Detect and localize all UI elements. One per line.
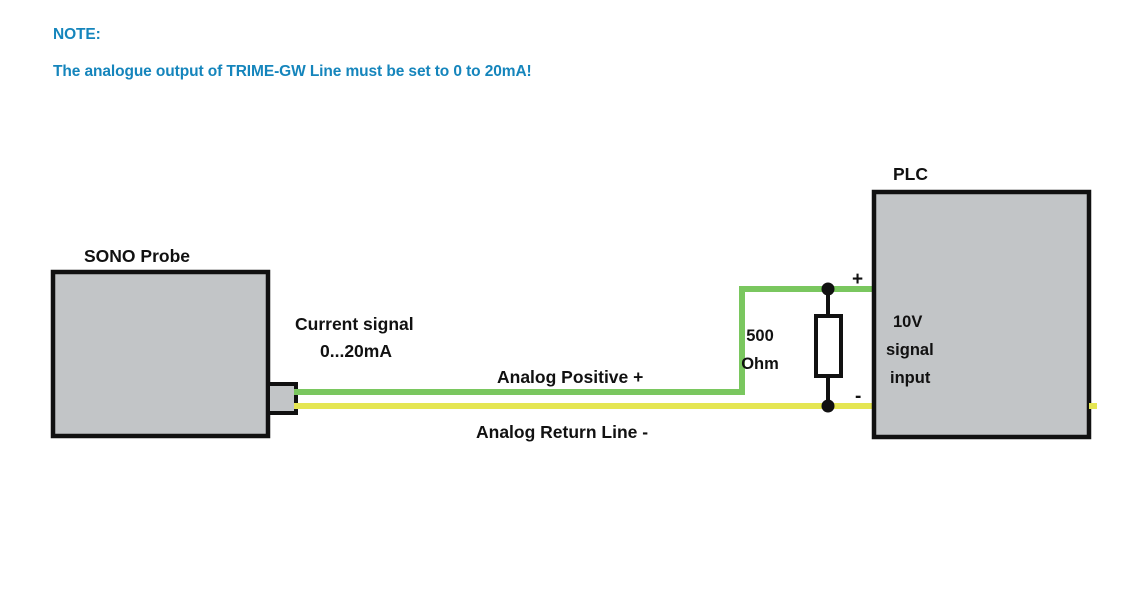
- current-signal-line1: Current signal: [295, 314, 414, 334]
- wire-analog-positive: [294, 286, 874, 395]
- plc-terminal-minus: -: [855, 386, 861, 407]
- plc-terminal-plus: +: [852, 269, 863, 290]
- plc-input-line-1: 10V: [893, 313, 922, 331]
- note-heading: NOTE:: [53, 26, 101, 43]
- junction-dot-return: [821, 399, 835, 413]
- resistor-value-line2: Ohm: [741, 355, 779, 373]
- wire-label-analog-positive: Analog Positive +: [497, 367, 643, 387]
- plc-box: [871, 189, 1092, 440]
- junction-dot-positive: [821, 282, 835, 296]
- plc-title: PLC: [893, 164, 928, 184]
- plc-input-line-3: input: [890, 369, 931, 387]
- sono-probe-box: [50, 269, 271, 439]
- wire-label-analog-return: Analog Return Line -: [476, 422, 648, 442]
- current-signal-line2: 0...20mA: [320, 341, 392, 361]
- plc-input-line-2: signal: [886, 341, 934, 359]
- note-block: NOTE: The analogue output of TRIME-GW Li…: [53, 26, 953, 81]
- sono-probe-connector: [266, 382, 298, 415]
- resistor-body: [814, 314, 843, 378]
- resistor-value-line1: 500: [746, 327, 774, 345]
- sono-probe-title: SONO Probe: [84, 246, 190, 266]
- note-text: The analogue output of TRIME-GW Line mus…: [53, 63, 532, 80]
